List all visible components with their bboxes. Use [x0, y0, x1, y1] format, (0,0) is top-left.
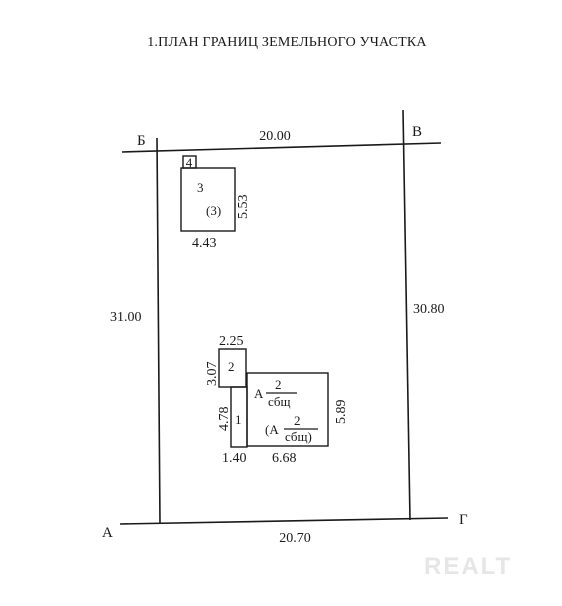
boundary-bottom [119, 517, 449, 525]
annex-depth: 3.07 [205, 362, 220, 387]
house-label2-sub: сбщ) [285, 429, 312, 444]
house-label-letter: А [254, 386, 264, 401]
dimension-left: 31.00 [110, 310, 142, 325]
house-label-num: 2 [275, 377, 282, 392]
main-house-width: 6.68 [272, 451, 297, 466]
strip-number: 1 [235, 412, 242, 427]
outbuilding-depth: 5.53 [236, 195, 251, 220]
plan-title: 1.ПЛАН ГРАНИЦ ЗЕМЕЛЬНОГО УЧАСТКА [147, 35, 427, 50]
watermark-logo: REALT [424, 553, 512, 580]
outbuilding-sub-number: (3) [206, 203, 221, 218]
corner-label-b: Б [137, 133, 146, 149]
corner-label-a: А [102, 525, 113, 541]
outbuilding-box [180, 167, 236, 232]
house-label-sub: сбщ [268, 394, 291, 409]
outbuilding-width: 4.43 [192, 236, 217, 251]
corner-label-v: В [412, 124, 422, 140]
dimension-bottom: 20.70 [279, 531, 311, 546]
corner-label-g: Г [459, 512, 468, 528]
annex-number: 2 [228, 359, 235, 374]
dimension-right: 30.80 [413, 302, 445, 317]
strip-depth: 4.78 [217, 407, 232, 432]
house-label2-num: 2 [294, 413, 301, 428]
strip-width: 1.40 [222, 451, 247, 466]
house: 2 2.25 3.07 1 4.78 1.40 6.68 5.89 А 2 сб… [205, 334, 349, 466]
outbuilding-number: 3 [197, 180, 204, 195]
annex-width: 2.25 [219, 334, 244, 349]
dimension-top: 20.00 [259, 129, 291, 144]
boundary-left [156, 137, 161, 525]
main-house-depth: 5.89 [334, 400, 349, 425]
main-house-box [246, 372, 329, 447]
plot-boundary [119, 109, 449, 525]
outbuilding-3: 4 3 (3) 4.43 5.53 [180, 155, 251, 251]
house-label2-open: (А [265, 422, 279, 437]
boundary-right [402, 109, 411, 521]
outbuilding-small-number: 4 [186, 155, 193, 170]
boundary-top [121, 142, 442, 153]
